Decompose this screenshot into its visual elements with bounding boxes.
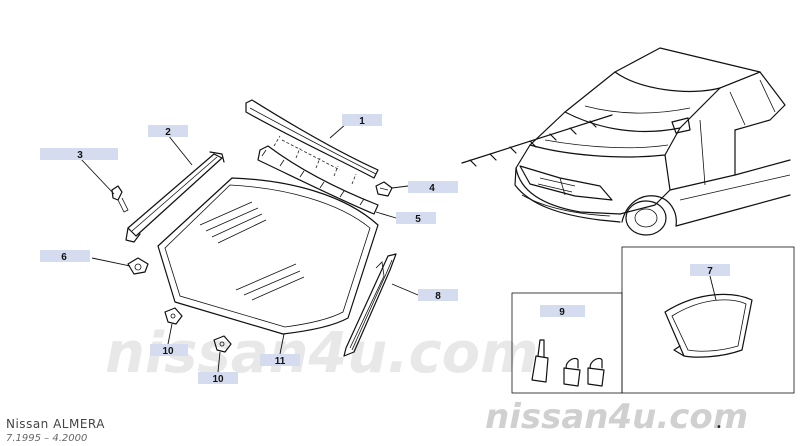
model-caption: Nissan ALMERA [6, 417, 105, 431]
screw-3 [111, 185, 129, 213]
cowl-retainer [257, 135, 379, 215]
callout-8[interactable]: 8 [418, 289, 458, 302]
svg-text:11: 11 [275, 356, 286, 367]
clip-4 [375, 181, 393, 197]
left-side-molding [125, 151, 225, 243]
callout-4[interactable]: 4 [408, 181, 458, 194]
svg-text:10: 10 [162, 346, 174, 357]
callout-1[interactable]: 1 [342, 114, 382, 127]
car-illustration [514, 47, 791, 236]
sealant-kit-box [511, 292, 623, 394]
svg-text:3: 3 [77, 150, 83, 161]
callout-9[interactable]: 9 [540, 305, 585, 318]
callout-7[interactable]: 7 [690, 264, 730, 277]
callout-2[interactable]: 2 [148, 125, 188, 138]
svg-text:6: 6 [61, 252, 67, 263]
callout-3[interactable]: 3 [40, 148, 118, 161]
spacer-10-b [213, 335, 232, 353]
callout-10-b[interactable]: 10 [198, 372, 238, 385]
callout-10-a[interactable]: 10 [150, 344, 188, 357]
callout-11[interactable]: 11 [260, 354, 300, 367]
leader-lines [79, 123, 717, 373]
date-range-caption: 7.1995 – 4.2000 [6, 433, 87, 444]
svg-text:7: 7 [707, 266, 713, 277]
top-molding [245, 99, 379, 179]
right-side-molding [343, 253, 397, 357]
svg-text:9: 9 [559, 307, 565, 318]
svg-text:8: 8 [435, 291, 441, 302]
footnote-mark: • [716, 422, 722, 433]
windshield-glass [157, 177, 379, 335]
svg-text:4: 4 [429, 183, 435, 194]
car-pointer-line [461, 114, 613, 164]
watermark-corner: nissan4u.com [485, 397, 748, 437]
svg-text:10: 10 [212, 374, 224, 385]
callout-6[interactable]: 6 [40, 250, 90, 263]
clip-6 [127, 257, 149, 275]
svg-text:1: 1 [359, 116, 365, 127]
spacer-10-a [164, 307, 183, 325]
callout-5[interactable]: 5 [396, 212, 436, 225]
svg-text:2: 2 [165, 127, 171, 138]
svg-text:5: 5 [415, 214, 421, 225]
